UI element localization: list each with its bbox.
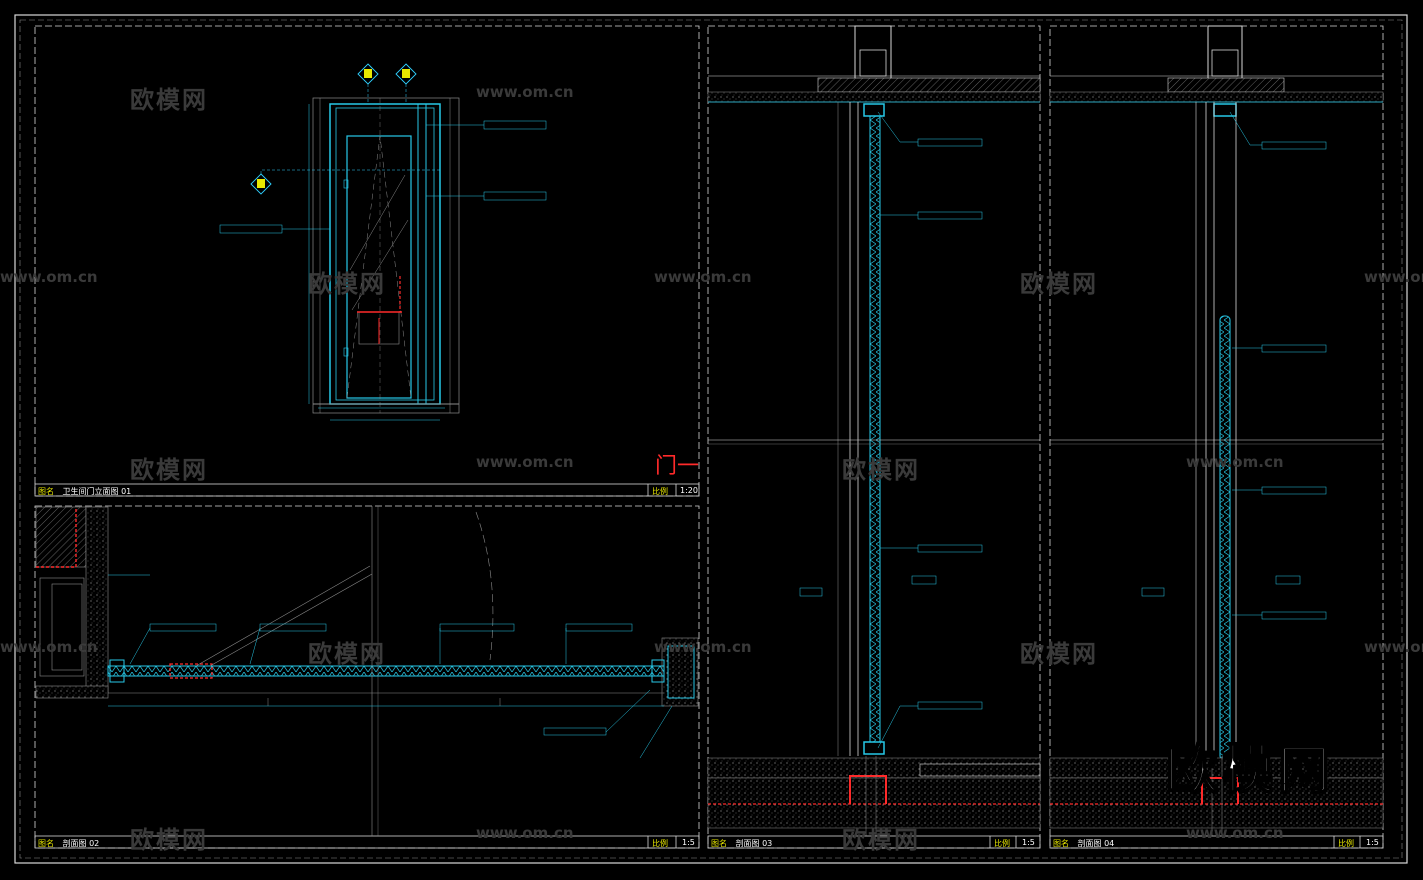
watermark-url: www.om.cn <box>1186 453 1284 471</box>
watermark-url: www.om.cn <box>476 824 574 842</box>
outer-border <box>14 14 1408 864</box>
watermark-url: www.om.cn <box>0 638 98 656</box>
panel-3-title-block: 图名 剖面图 03 <box>711 838 772 849</box>
watermark-brand: 欧模网 <box>130 456 208 484</box>
panel-3-scale-label: 比例 <box>994 839 1010 848</box>
watermark-url: www.om.cn <box>476 453 574 471</box>
watermark-brand: 欧模网 <box>1020 270 1098 298</box>
panel-2-scale-label: 比例 <box>652 839 668 848</box>
panel-1-scale: 1:20 <box>680 486 698 495</box>
panel-4-scale-label: 比例 <box>1338 839 1354 848</box>
inner-border <box>19 19 1403 859</box>
panel-4-name-label: 图名 <box>1053 839 1069 848</box>
panel-2-title-block: 图名 剖面图 02 <box>38 838 99 849</box>
watermark-brand: 欧模网 <box>1020 640 1098 668</box>
panel-3-title: 剖面图 03 <box>735 839 773 848</box>
watermark-url: www.om.cn <box>476 83 574 101</box>
watermark-brand: 欧模网 <box>130 86 208 114</box>
panel-1-title: 卫生间门立面图 01 <box>62 487 132 496</box>
watermark-brand: 欧模网 <box>130 826 208 854</box>
panel-2-name-label: 图名 <box>38 839 54 848</box>
watermark-url: www.om.cn <box>0 268 98 286</box>
watermark-url: www.om.cn <box>654 268 752 286</box>
watermark-brand: 欧模网 <box>308 270 386 298</box>
watermark-url: www.om.cn <box>1186 824 1284 842</box>
section-marker-icon <box>395 63 417 104</box>
panel-1-scale-label: 比例 <box>652 487 668 496</box>
panel-2-title: 剖面图 02 <box>62 839 100 848</box>
watermark-url: www.om.cn <box>654 638 752 656</box>
watermark-brand: 欧模网 <box>842 456 920 484</box>
section-marker-icon <box>250 169 440 195</box>
section-marker-icon <box>357 63 379 104</box>
panel-2-scale: 1:5 <box>682 838 695 847</box>
panel-2-section <box>34 505 700 849</box>
watermark-brand: 欧模网 <box>308 640 386 668</box>
panel-1-elevation <box>34 25 700 497</box>
panel-3-scale: 1:5 <box>1022 838 1035 847</box>
panel-1-title-block: 图名 卫生间门立面图 01 <box>38 486 131 497</box>
watermark-url: www.om.cn <box>1364 268 1423 286</box>
panel-3-name-label: 图名 <box>711 839 727 848</box>
watermark-brand: 欧模网 <box>842 826 920 854</box>
panel-4-title: 剖面图 04 <box>1077 839 1115 848</box>
panel-3-section <box>707 25 1041 849</box>
panel-1-name-label: 图名 <box>38 487 54 496</box>
panel-4-section <box>1049 25 1384 849</box>
watermark-url: www.om.cn <box>1364 638 1423 656</box>
panel-4-title-block: 图名 剖面图 04 <box>1053 838 1114 849</box>
door-tag: 门一 <box>655 454 700 479</box>
brand-logo-icon: 欧模网 <box>1165 740 1335 802</box>
panel-4-scale: 1:5 <box>1366 838 1379 847</box>
